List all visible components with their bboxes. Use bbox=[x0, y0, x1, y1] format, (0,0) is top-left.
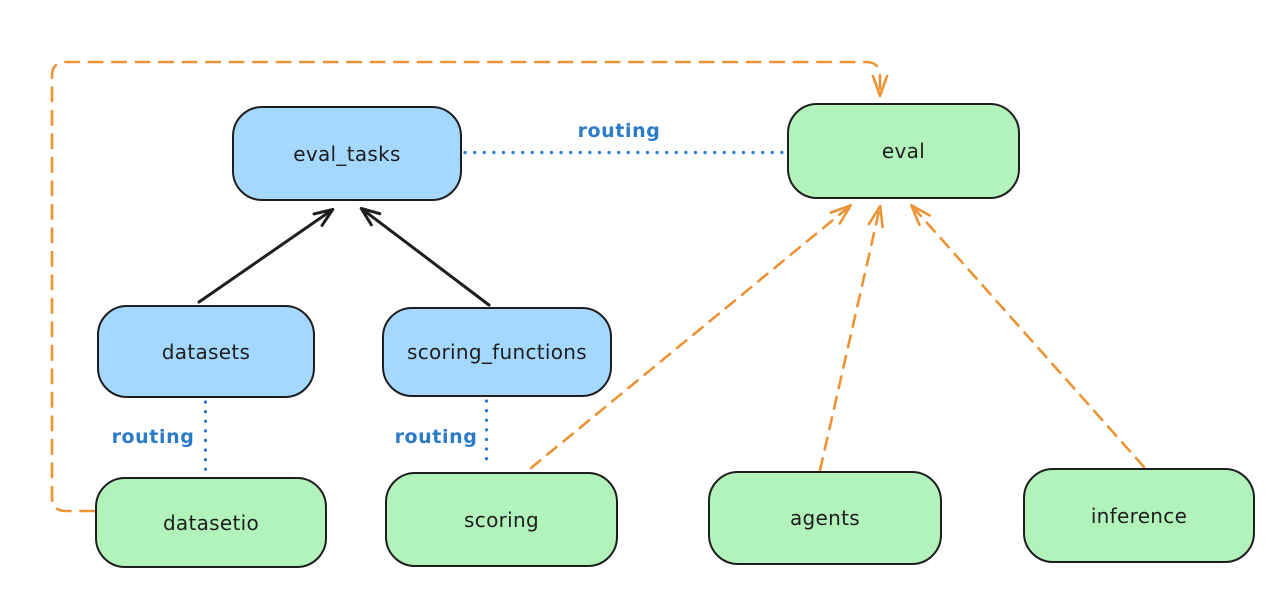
node-datasetio-label: datasetio bbox=[162, 510, 260, 535]
node-eval-tasks-label: eval_tasks bbox=[293, 141, 401, 166]
edge-datasets-to-eval-tasks bbox=[197, 207, 335, 304]
node-eval-tasks: eval_tasks bbox=[232, 106, 462, 201]
node-scoring: scoring bbox=[385, 472, 618, 567]
node-scoring-functions: scoring_functions bbox=[382, 307, 612, 397]
node-datasets: datasets bbox=[97, 305, 315, 398]
edge-label-routing-top: routing bbox=[577, 120, 661, 142]
edge-scoring-functions-to-eval-tasks bbox=[359, 206, 491, 307]
node-agents-label: agents bbox=[790, 506, 860, 530]
node-datasetio: datasetio bbox=[95, 477, 327, 568]
node-inference-label: inference bbox=[1090, 503, 1188, 528]
node-scoring-functions-label: scoring_functions bbox=[406, 340, 588, 364]
node-inference: inference bbox=[1023, 468, 1255, 563]
edge-scoring-to-eval bbox=[529, 204, 853, 470]
edge-datasetio-to-eval bbox=[50, 60, 889, 513]
edge-agents-to-eval bbox=[818, 204, 884, 472]
edge-label-routing-left: routing bbox=[111, 426, 195, 448]
edge-label-routing-middle: routing bbox=[394, 426, 478, 448]
node-datasets-label: datasets bbox=[161, 339, 251, 364]
node-eval-label: eval bbox=[881, 139, 926, 163]
edge-inference-to-eval bbox=[910, 203, 1146, 469]
node-agents: agents bbox=[708, 471, 942, 565]
node-scoring-label: scoring bbox=[464, 507, 539, 532]
node-eval: eval bbox=[787, 103, 1020, 199]
